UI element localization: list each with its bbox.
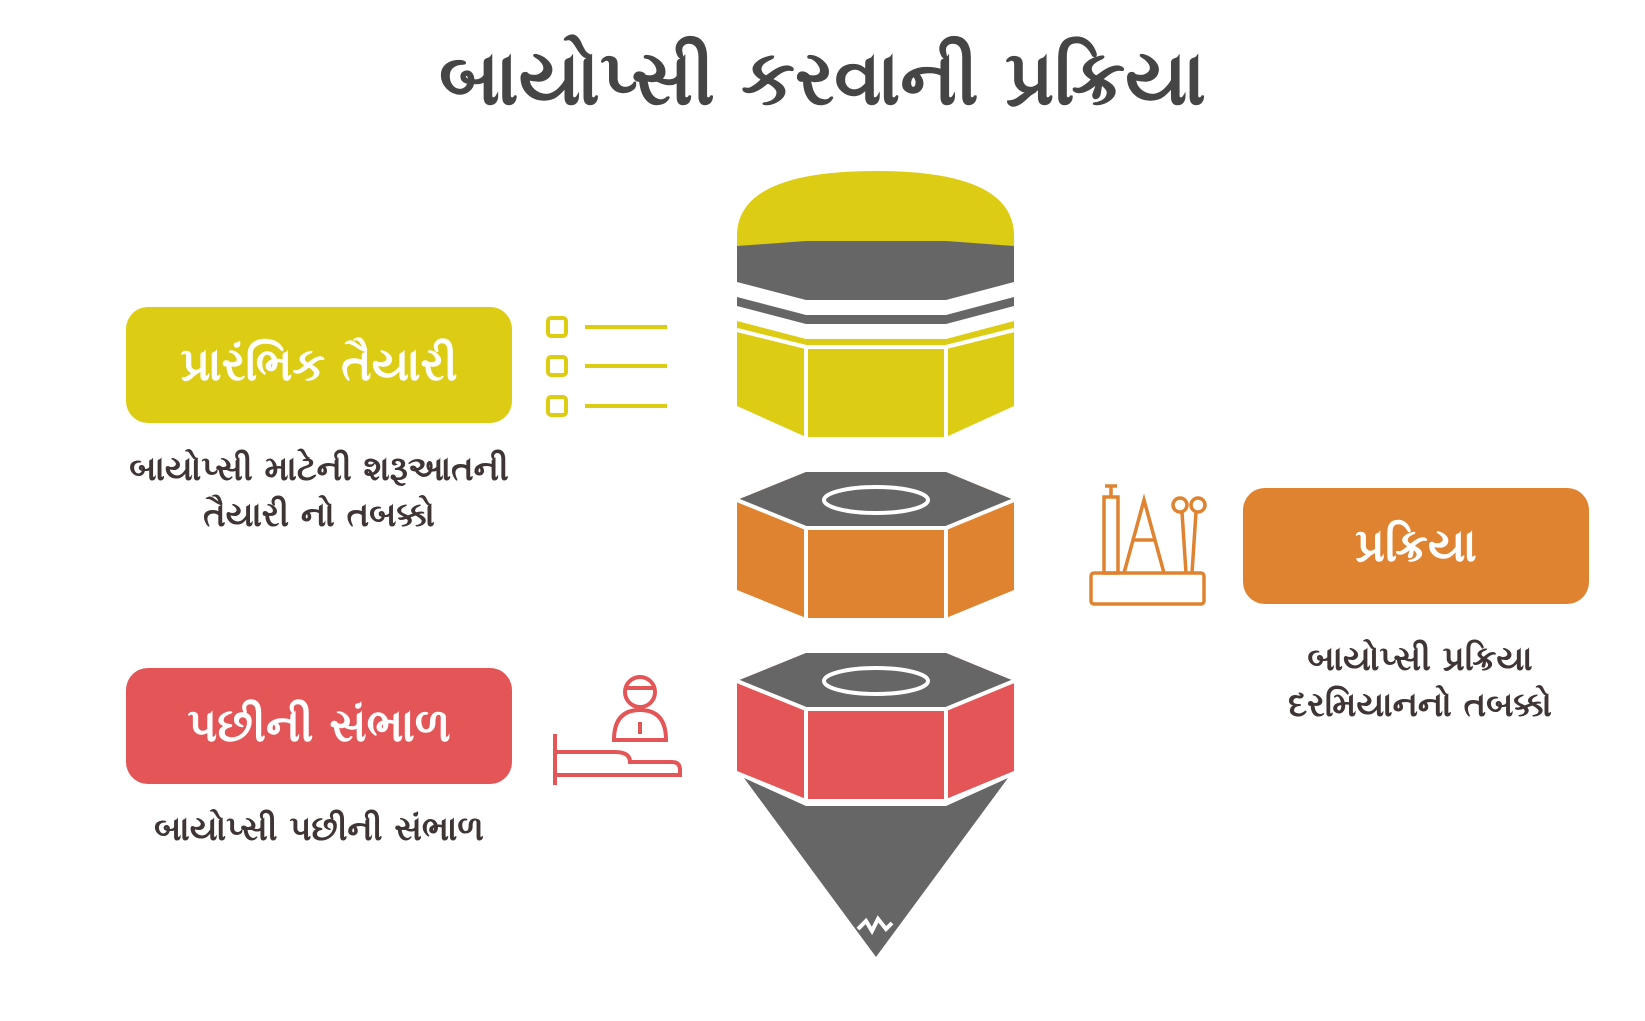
stage-procedure-label: પ્રક્રિયા	[1243, 488, 1589, 604]
checklist-icon	[546, 316, 667, 417]
pencil-bottom-segment	[736, 653, 1015, 799]
stage-aftercare-description: બાયોપ્સી પછીની સંભાળ	[154, 809, 484, 849]
pencil-top-segment	[736, 171, 1015, 437]
pencil-middle-segment	[736, 472, 1015, 618]
page-title: બાયોપ્સી કરવાની પ્રક્રિયા	[438, 33, 1207, 122]
stage-preparation-description: બાયોપ્સી માટેની શરૂઆતની તૈયારી નો તબક્કો	[129, 449, 509, 535]
patient-care-icon	[553, 675, 682, 785]
stage-procedure-description: બાયોપ્સી પ્રક્રિયા દરમિયાનનો તબક્કો	[1288, 639, 1552, 725]
stage-preparation-label: પ્રારંભિક તૈયારી	[126, 307, 512, 423]
surgical-tools-icon	[1089, 484, 1207, 606]
stage-aftercare-label: પછીની સંભાળ	[126, 668, 512, 784]
pencil-tip	[744, 778, 1008, 957]
